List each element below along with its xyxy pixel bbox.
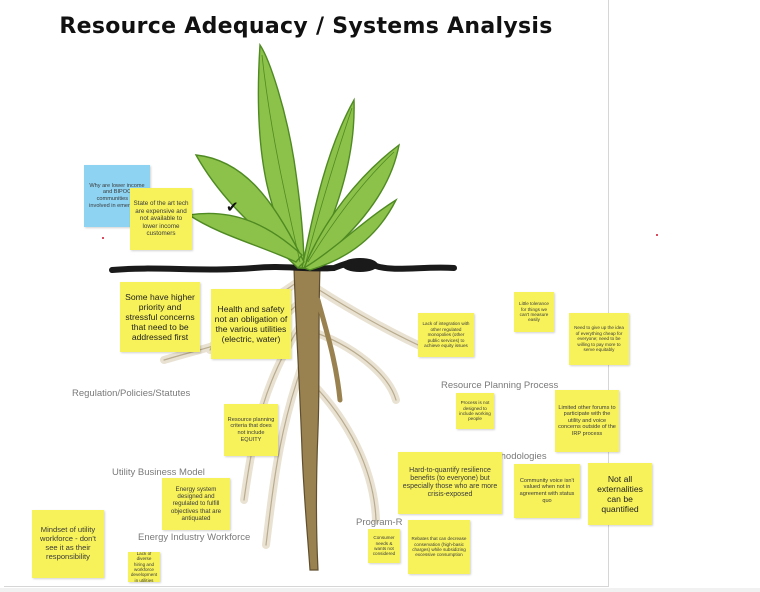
sticky-note[interactable]: State of the art tech are expensive and … bbox=[130, 188, 192, 250]
category-label: Regulation/Policies/Statutes bbox=[72, 388, 191, 399]
sticky-note[interactable]: Lack of diverse hiring and workforce dev… bbox=[128, 552, 160, 582]
sticky-note[interactable]: Community voice isn't valued when not in… bbox=[514, 464, 580, 518]
sticky-note[interactable]: Hard-to-quantify resilience benefits (to… bbox=[398, 452, 502, 514]
plant-illustration bbox=[109, 42, 457, 571]
sticky-note[interactable]: Health and safety not an obligation of t… bbox=[211, 289, 291, 359]
sticky-note[interactable]: Little tolerance for things we can't mea… bbox=[514, 292, 554, 332]
marker-dot bbox=[102, 237, 104, 239]
sticky-note[interactable]: Consumer needs & wants not considered bbox=[368, 529, 400, 563]
sticky-note[interactable]: Process is not designed to include worki… bbox=[456, 393, 494, 429]
soil-line bbox=[109, 258, 457, 273]
category-label: Energy Industry Workforce bbox=[138, 532, 251, 543]
sticky-note[interactable]: Some have higher priority and stressful … bbox=[120, 282, 200, 352]
sticky-note[interactable]: Not all externalities can be quantified bbox=[588, 463, 652, 525]
category-label: thodologies bbox=[498, 451, 547, 462]
sticky-note[interactable]: Mindset of utility workforce - don't see… bbox=[32, 510, 104, 578]
sticky-note[interactable]: Need to give up the idea of everything c… bbox=[569, 313, 629, 365]
sticky-note[interactable]: Energy system designed and regulated to … bbox=[162, 478, 230, 530]
bottom-scroll-area bbox=[0, 588, 760, 592]
sticky-note[interactable]: Lack of integration with other regulated… bbox=[418, 313, 474, 357]
check-icon: ✔ bbox=[226, 198, 239, 216]
marker-dot bbox=[656, 234, 658, 236]
category-label: Utility Business Model bbox=[112, 467, 205, 478]
whiteboard-canvas[interactable]: Resource Adequacy / Systems Analysis Why… bbox=[4, 0, 609, 587]
sticky-note[interactable]: Limited other forums to participate with… bbox=[555, 390, 619, 452]
leaves bbox=[187, 42, 401, 271]
sticky-note[interactable]: Rebates that can decrease conservation (… bbox=[408, 520, 470, 574]
sticky-note[interactable]: Resource planning criteria that does not… bbox=[224, 404, 278, 456]
main-root bbox=[293, 267, 321, 571]
category-label: Resource Planning Process bbox=[441, 380, 559, 391]
category-label: Program-R bbox=[356, 517, 403, 528]
page-title: Resource Adequacy / Systems Analysis bbox=[59, 14, 553, 39]
